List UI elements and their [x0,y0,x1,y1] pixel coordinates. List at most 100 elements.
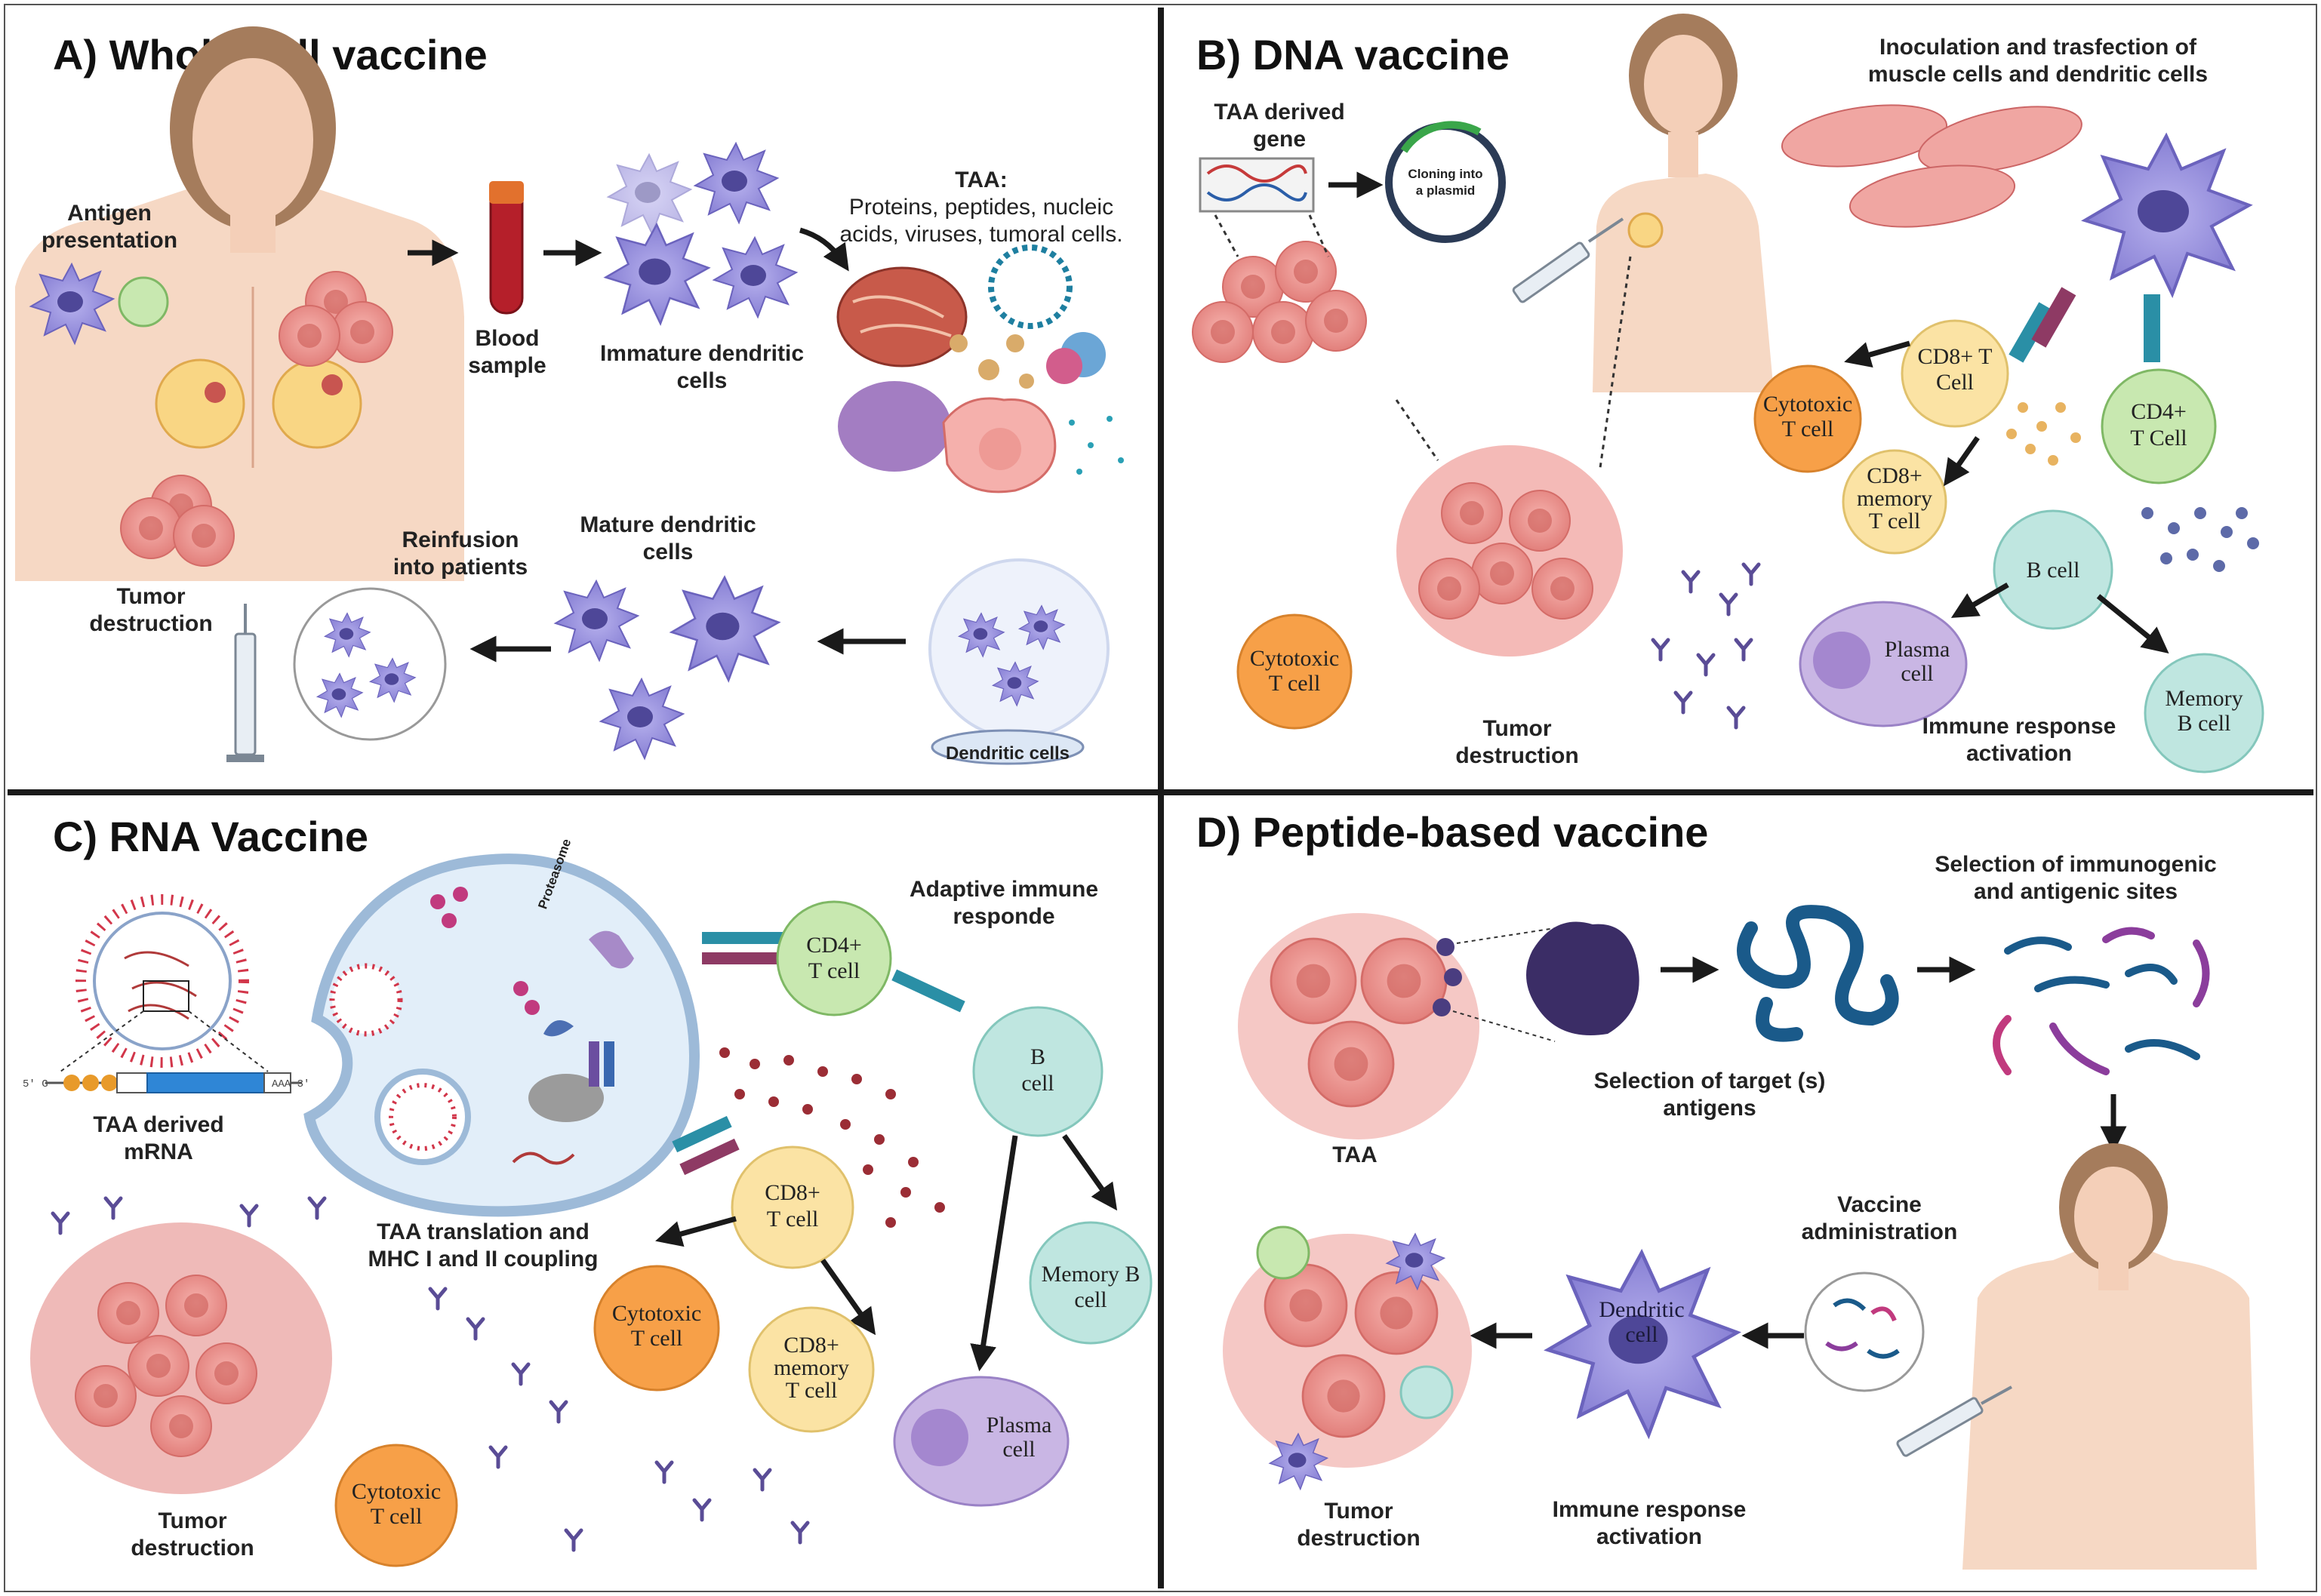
vaccine-circle [1804,1272,1925,1392]
cytotoxic-t-cell-b1 [1753,364,1862,473]
antibodies-b [1653,564,1759,727]
cd8-t-label-c: CD8+T cell [765,1180,820,1232]
dash [60,1010,144,1072]
antibody [1698,655,1713,675]
taa-title: TAA: [955,168,1007,192]
antibody [755,1470,770,1490]
dna-box [1199,157,1315,213]
antibody [566,1530,581,1550]
dash [1214,214,1239,257]
antibody [1744,564,1759,584]
mature-dc-1 [555,580,639,661]
tumor-cell [173,505,235,567]
dash [188,1010,269,1072]
dash [1452,1010,1556,1042]
cytotoxic-t-cell-c1 [593,1265,720,1392]
memory-b-cell-b [2144,653,2264,773]
antibody [513,1364,528,1384]
immature-dc-4 [713,237,797,318]
mature-dc-3 [600,678,684,759]
tumor-destruction-b [1396,445,1623,657]
tumor-destruction-c [30,1222,332,1494]
tumor-cell [97,1282,159,1344]
plasma-nucleus [1813,632,1870,689]
plasma-nucleus-c [911,1409,968,1466]
antibody [106,1198,121,1218]
tumor-cell [120,497,182,559]
cd8-t-cell-b [1901,319,2009,428]
protein-structure [1737,905,1899,1042]
cytokines-b [2006,402,2081,466]
dash [1308,214,1330,257]
panel-d: D) Peptide-based vaccine TAA Selection o… [1196,808,2257,1570]
antibody [1721,595,1736,614]
antibody [551,1402,566,1422]
tumor-cell [279,305,340,367]
taa-tumor-d [1238,913,1479,1139]
patient-figure-b [1593,14,1774,392]
panel-b-title: B) DNA vaccine [1196,31,1510,78]
cytotoxic-t-cell-b2 [1236,613,1353,730]
arrow-b-memory-c [1062,1133,1118,1211]
cd4-t-label-c: CD4+T cell [806,933,862,983]
arrow-b-memory [2096,594,2169,654]
frame [4,4,2317,1592]
tumor-cell [1531,558,1593,620]
tumor-cell [1441,482,1503,544]
peptides-d [1993,927,2210,1075]
arrow-cd8-memory-c [820,1258,876,1336]
tumor-cell [1509,490,1571,552]
cd8-memory-cell-c [748,1306,875,1433]
dash [1456,927,1556,944]
antigen-presenting-cell-c [303,853,700,1217]
tumor-cell [331,301,393,363]
syringe-a [226,604,264,762]
cytokines-c [719,1047,945,1228]
dendritic-cells-label: Dendritic cells [946,743,1070,764]
tumor-cell [1301,1354,1386,1438]
tcr-complexes-c [672,932,965,1176]
tumor-cell [75,1365,137,1427]
syringe-b [1512,217,1624,303]
blood-tube [489,181,524,315]
dendritic-cells-dish [928,558,1110,765]
cd4-t-label-b: CD4+T Cell [2130,399,2187,451]
panel-a: A) Whole-cell vaccine Antigenpresentatio… [15,26,1124,765]
antibody [53,1213,68,1233]
tumor-cell [195,1342,257,1404]
arrow-b-plasma [1950,582,2009,618]
taa-label-d: TAA [1332,1142,1377,1167]
panel-c-title: C) RNA Vaccine [53,813,368,860]
muscle-cells [1781,104,2082,228]
immature-dc-3 [605,223,710,324]
syringe-d [1896,1385,2012,1457]
dendritic-cell-b [2083,134,2251,296]
arrow-cd8-cytotoxic-b [1844,340,1910,368]
reinfusion-circle [293,587,447,741]
tumor-cell [150,1395,212,1457]
arrow-cd8-cytotoxic-c [655,1216,737,1247]
antibody [793,1523,808,1542]
memory-b-cell-c [1029,1221,1153,1345]
antibody [491,1447,506,1467]
antibody [1683,572,1698,592]
tumor-cell [1252,301,1314,363]
antibody [468,1319,483,1339]
